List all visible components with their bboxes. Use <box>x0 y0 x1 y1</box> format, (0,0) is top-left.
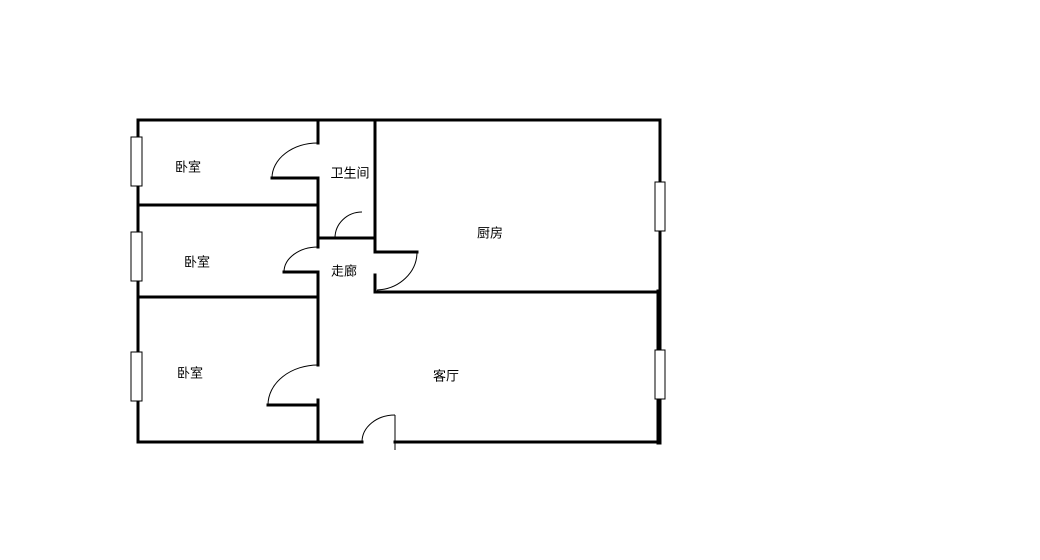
door-bathroom <box>334 211 363 239</box>
window <box>130 231 143 282</box>
label-kitchen: 厨房 <box>477 226 503 242</box>
room-labels: 卧室 卫生间 厨房 卧室 走廊 卧室 客厅 <box>175 160 503 385</box>
window <box>130 351 143 402</box>
window <box>654 181 666 232</box>
window <box>654 349 666 400</box>
door-bedroom-bottom <box>266 364 320 407</box>
label-bedroom-top: 卧室 <box>175 160 201 176</box>
door-entrance <box>361 414 396 450</box>
door-bedroom-top <box>270 142 320 180</box>
label-bedroom-middle: 卧室 <box>184 255 210 271</box>
walls <box>136 118 662 445</box>
label-living-room: 客厅 <box>433 369 459 385</box>
label-bathroom: 卫生间 <box>330 167 369 182</box>
label-bedroom-bottom: 卧室 <box>177 366 203 382</box>
door-kitchen <box>373 250 419 291</box>
door-bedroom-middle <box>282 246 320 274</box>
window <box>130 136 143 187</box>
doors <box>266 142 419 450</box>
windows <box>130 136 666 402</box>
label-hallway: 走廊 <box>331 264 357 280</box>
